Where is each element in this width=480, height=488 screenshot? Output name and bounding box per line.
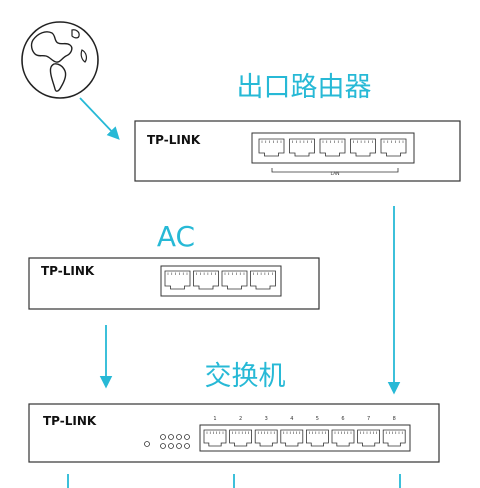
lan-bracket (271, 168, 399, 173)
ac-port-1 (164, 270, 191, 290)
switch-port-4 (280, 429, 304, 447)
port-number-1: 1 (213, 416, 216, 422)
ac-ports (164, 270, 276, 290)
arrow-internet-to-router (79, 97, 120, 140)
switch-port-3 (254, 429, 278, 447)
port-number-8: 8 (393, 416, 396, 422)
status-led (176, 434, 182, 440)
status-led (160, 434, 166, 440)
switch-port-1 (203, 429, 227, 447)
port-number-5: 5 (316, 416, 319, 422)
switch-label: 交换机 (205, 361, 286, 392)
switch-brand: TP-LINK (43, 414, 97, 428)
ac-port-4 (250, 270, 276, 290)
ac-device: TP-LINK (28, 257, 320, 310)
router-ports (258, 138, 407, 157)
router-port-2 (289, 138, 315, 157)
ac-brand: TP-LINK (41, 264, 95, 278)
router-port-1 (258, 138, 285, 157)
switch-port-numbers: 1 2 3 4 5 6 7 8 (213, 416, 395, 422)
status-led (168, 434, 174, 440)
status-led (160, 443, 166, 449)
port-number-7: 7 (367, 416, 370, 422)
switch-port-7 (357, 429, 380, 447)
router-port-3 (319, 138, 346, 157)
ac-label: AC (157, 220, 195, 253)
switch-port-6 (331, 429, 355, 447)
switch-leds (160, 434, 190, 449)
switch-ports (203, 429, 406, 447)
router-port-4 (350, 138, 376, 157)
ac-port-3 (221, 270, 248, 290)
switch-port-8 (382, 429, 406, 447)
lan-label: LAN (330, 171, 339, 177)
router-port-5 (380, 138, 407, 157)
router-brand: TP-LINK (147, 133, 201, 147)
switch-port-5 (306, 429, 329, 447)
router-device: TP-LINK LAN (134, 120, 461, 182)
status-led (168, 443, 174, 449)
status-led (184, 443, 190, 449)
switch-device: TP-LINK 1 2 3 4 5 6 7 8 (28, 403, 440, 463)
port-number-2: 2 (239, 416, 242, 422)
globe-icon (21, 21, 99, 99)
ac-port-2 (193, 270, 219, 290)
power-led (144, 441, 150, 447)
status-led (176, 443, 182, 449)
switch-port-2 (229, 429, 252, 447)
port-number-4: 4 (290, 416, 293, 422)
port-number-6: 6 (341, 416, 344, 422)
router-label: 出口路由器 (237, 72, 372, 103)
status-led (184, 434, 190, 440)
port-number-3: 3 (265, 416, 268, 422)
